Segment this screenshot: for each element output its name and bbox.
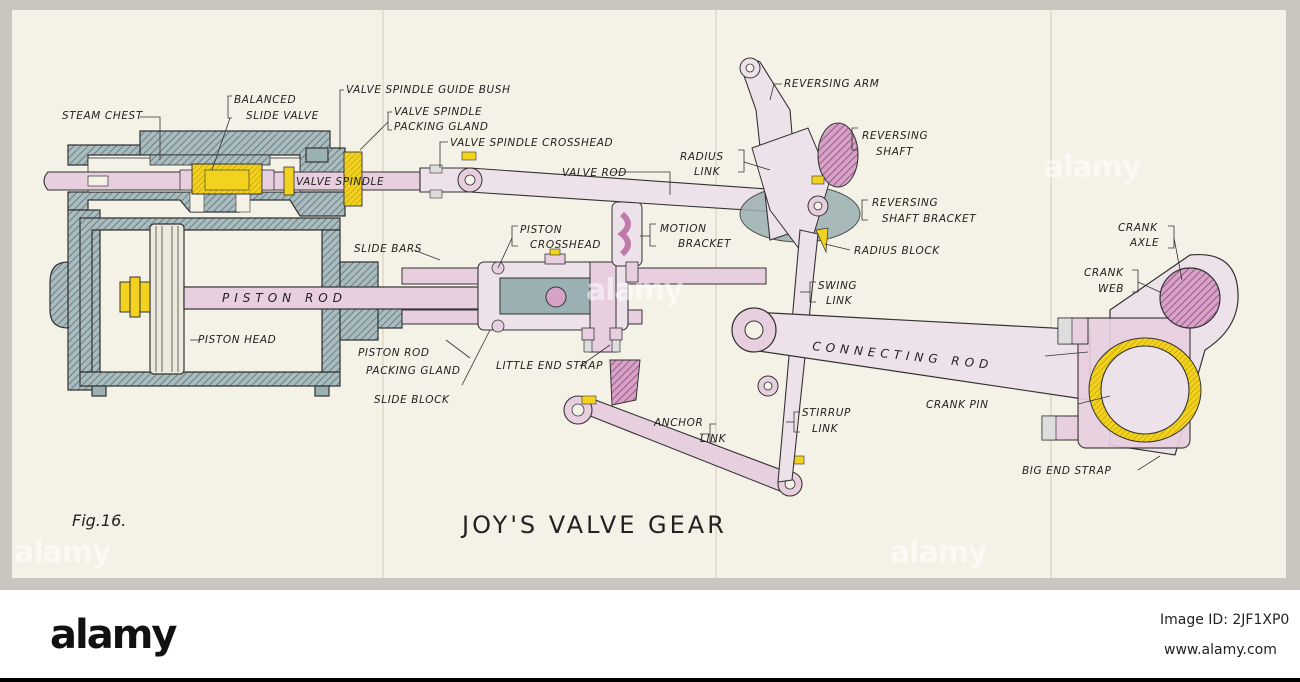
label-slide-bars: SLIDE BARS [354,243,422,255]
label-anchor-link-1: ANCHOR [653,417,703,429]
label-crank-web-2: WEB [1098,283,1124,295]
footer-url[interactable]: www.alamy.com [1164,642,1277,658]
label-balanced-slide-valve-2: SLIDE VALVE [246,110,319,122]
label-packing-gland-1: VALVE SPINDLE [394,106,482,118]
label-motion-bracket-1: MOTION [660,223,707,235]
label-anchor-link-2: LINK [700,433,727,445]
footer-logo[interactable]: alamy [50,612,179,658]
label-crank-axle-2: AXLE [1129,237,1159,249]
label-reversing-arm: REVERSING ARM [784,78,879,90]
label-slide-block: SLIDE BLOCK [374,394,450,406]
label-stirrup-link-1: STIRRUP [802,407,851,419]
leader-lines [140,83,1183,471]
watermark-4: alamy [890,535,988,570]
label-balanced-slide-valve-1: BALANCED [234,94,296,106]
connecting-rod-part [731,307,1091,401]
label-stirrup-link-2: LINK [812,423,839,435]
reversing-gear-part [739,57,861,254]
footer-image-id: Image ID: 2JF1XP0 [1160,612,1289,628]
label-motion-bracket-2: BRACKET [678,238,732,250]
label-reversing-shaft-2: SHAFT [876,146,914,158]
label-packing-gland-2: PACKING GLAND [394,121,489,133]
label-big-end-strap: BIG END STRAP [1022,465,1111,477]
label-shaft-bracket-2: SHAFT BRACKET [882,213,977,225]
label-valve-spindle: VALVE SPINDLE [296,176,384,188]
label-crank-web-1: CRANK [1084,267,1124,279]
label-steam-chest: STEAM CHEST [62,110,144,122]
label-packing-gland-piston-2: PACKING GLAND [366,365,461,377]
label-shaft-bracket-1: REVERSING [872,197,938,209]
label-swing-link-1: SWING [818,280,857,292]
valve-rod-part [419,151,811,215]
label-crank-axle-1: CRANK [1118,222,1158,234]
motion-bracket-part [611,201,643,283]
crank-part [1041,253,1239,456]
piston-head-part [119,223,185,375]
label-piston-crosshead-1: PISTON [520,224,562,236]
label-valve-spindle-guide-bush: VALVE SPINDLE GUIDE BUSH [346,84,511,96]
footer-bar [0,590,1300,678]
label-piston-rod: PISTON ROD [222,291,347,305]
label-radius-block: RADIUS BLOCK [854,245,940,257]
label-swing-link-2: LINK [826,295,853,307]
crosshead-part [401,248,767,353]
part-labels: STEAM CHEST BALANCED SLIDE VALVE VALVE S… [62,78,1159,477]
label-valve-rod: VALVE ROD [562,167,627,179]
label-little-end-strap: LITTLE END STRAP [496,360,603,372]
label-radius-link-1: RADIUS [680,151,724,163]
label-radius-link-2: LINK [694,166,721,178]
figure-number: Fig.16. [72,511,126,530]
watermark-2: alamy [586,273,684,308]
label-reversing-shaft-1: REVERSING [862,130,928,142]
figure-title: JOY'S VALVE GEAR [460,511,727,539]
label-piston-head: PISTON HEAD [198,334,276,346]
label-valve-spindle-crosshead: VALVE SPINDLE CROSSHEAD [450,137,613,149]
label-packing-gland-piston-1: PISTON ROD [358,347,430,359]
label-crank-pin: CRANK PIN [926,399,989,411]
watermark-3: alamy [1044,150,1142,185]
valve-spindle-part [43,151,421,207]
label-piston-crosshead-2: CROSSHEAD [530,239,601,251]
watermark-1: alamy [14,535,112,570]
